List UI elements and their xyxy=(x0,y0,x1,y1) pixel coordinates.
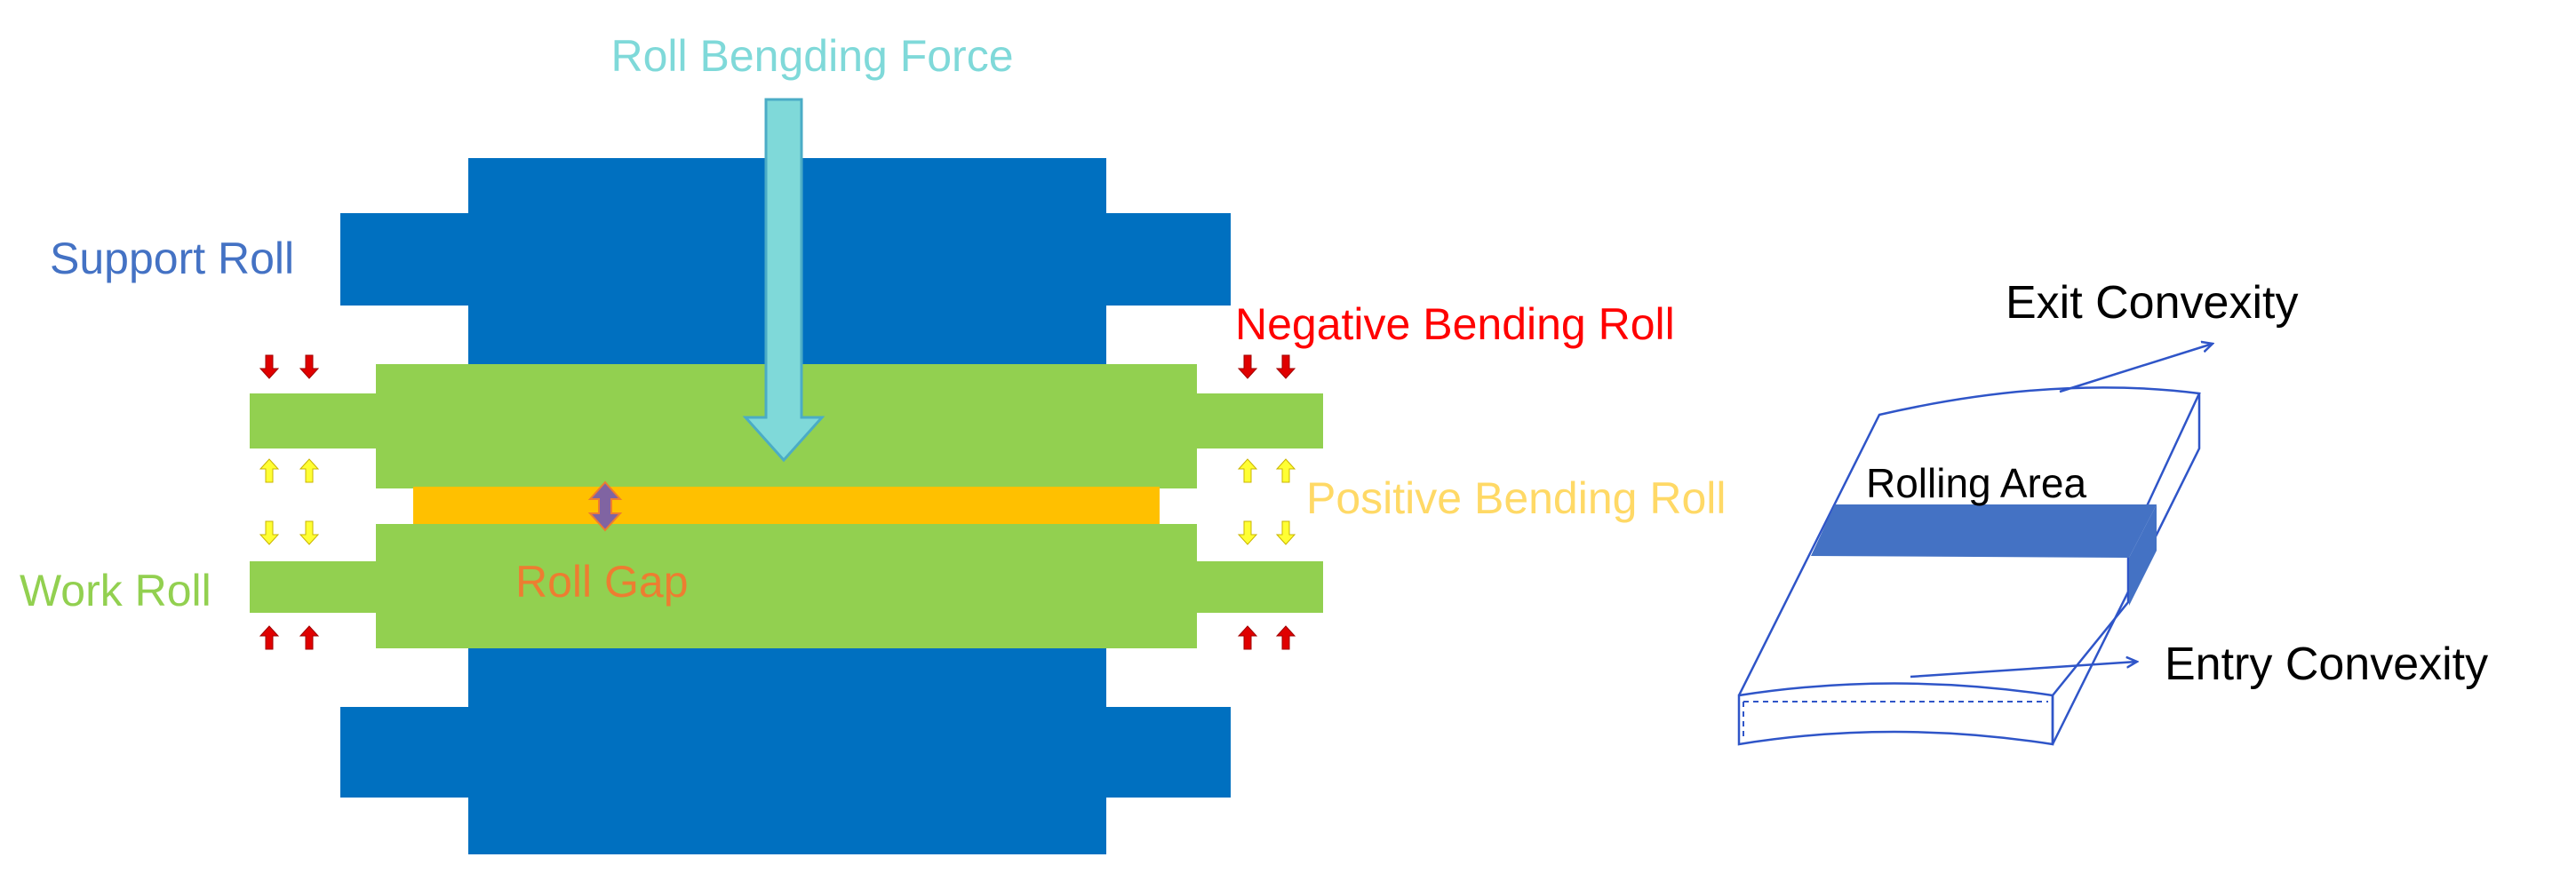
bottom-support-roll-left-neck xyxy=(340,707,468,798)
roll-gap-label: Roll Gap xyxy=(515,557,689,607)
negative-bending-up-arrow-icon-left-2 xyxy=(299,625,320,650)
positive-bending-down-arrow-icon-right-1 xyxy=(1237,520,1258,545)
roll-bending-force-label: Roll Bengding Force xyxy=(610,31,1013,81)
positive-bending-down-arrow-icon-left-2 xyxy=(299,520,320,545)
negative-bending-up-arrow-icon-right-1 xyxy=(1237,625,1258,650)
slab-front-face xyxy=(1737,682,2054,746)
bottom-work-roll-body xyxy=(376,524,1197,648)
exit-convexity-label: Exit Convexity xyxy=(2006,277,2298,329)
negative-bending-up-arrow-icon-right-2 xyxy=(1275,625,1296,650)
top-support-roll-left-neck xyxy=(340,213,468,306)
strip xyxy=(413,487,1160,525)
top-work-roll-right-neck xyxy=(1197,393,1323,448)
negative-bending-up-arrow-icon-left-1 xyxy=(259,625,280,650)
bottom-support-roll-body xyxy=(468,648,1106,854)
positive-bending-roll-label: Positive Bending Roll xyxy=(1306,473,1727,523)
bottom-work-roll-left-neck xyxy=(250,561,376,613)
exit-convexity-pointer xyxy=(2059,344,2213,393)
negative-bending-down-arrow-icon-left-2 xyxy=(299,354,320,379)
rolling-area-label: Rolling Area xyxy=(1866,460,2086,506)
negative-bending-down-arrow-icon-left-1 xyxy=(259,354,280,379)
roll-gap-double-arrow-icon xyxy=(587,480,623,532)
bending-force-arrows xyxy=(259,354,1296,650)
top-support-roll-right-neck xyxy=(1106,213,1231,306)
slab-right-face xyxy=(2051,393,2201,745)
negative-bending-down-arrow-icon-right-2 xyxy=(1275,354,1296,379)
support-roll-label: Support Roll xyxy=(50,234,294,283)
positive-bending-up-arrow-icon-left-1 xyxy=(259,458,280,483)
positive-bending-up-arrow-icon-right-2 xyxy=(1275,458,1296,483)
positive-bending-down-arrow-icon-left-1 xyxy=(259,520,280,545)
rolling-area-side xyxy=(2129,504,2157,606)
positive-bending-up-arrow-icon-right-1 xyxy=(1237,458,1258,483)
slab-top-face xyxy=(1737,386,2201,696)
rolling-slab xyxy=(1737,344,2213,746)
roll-bending-force-arrow-icon xyxy=(742,98,825,463)
bottom-work-roll xyxy=(250,524,1323,648)
entry-convexity-label: Entry Convexity xyxy=(2165,639,2488,690)
top-work-roll-left-neck xyxy=(250,393,376,448)
positive-bending-down-arrow-icon-right-2 xyxy=(1275,520,1296,545)
negative-bending-down-arrow-icon-right-1 xyxy=(1237,354,1258,379)
negative-bending-roll-label: Negative Bending Roll xyxy=(1235,299,1675,349)
bottom-support-roll xyxy=(340,648,1231,854)
entry-convexity-pointer xyxy=(1910,662,2137,679)
bottom-support-roll-right-neck xyxy=(1106,707,1231,798)
bottom-work-roll-right-neck xyxy=(1197,561,1323,613)
rolling-area-band xyxy=(1811,504,2157,558)
positive-bending-up-arrow-icon-left-2 xyxy=(299,458,320,483)
work-roll-label: Work Roll xyxy=(20,566,211,615)
